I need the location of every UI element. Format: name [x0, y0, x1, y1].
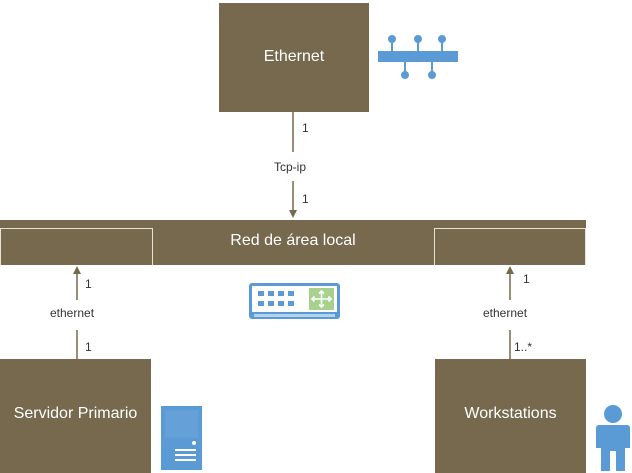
ethernet-node-label: Ethernet [263, 48, 325, 65]
workstations-lan-mult-source: 1..* [514, 340, 533, 354]
ethernet-lan-mult-target: 1 [302, 192, 309, 206]
lan-node[interactable]: Red de área local [0, 220, 586, 265]
ethernet-node[interactable]: Ethernet [219, 3, 369, 112]
workstations-lan-link-label: ethernet [483, 306, 528, 320]
user-person-icon [596, 405, 630, 471]
server-node-label: Servidor Primario [13, 405, 138, 422]
server-node[interactable]: Servidor Primario [0, 359, 151, 473]
network-switch-icon [249, 283, 340, 319]
lan-left-compartment [0, 228, 153, 265]
ethernet-lan-link-label: Tcp-ip [274, 160, 307, 174]
server-lan-link-label: ethernet [50, 306, 95, 320]
ethernet-bus-icon [378, 35, 458, 79]
server-tower-icon [161, 406, 202, 470]
ethernet-lan-mult-source: 1 [302, 121, 309, 135]
lan-right-compartment [434, 228, 586, 265]
workstations-node-label: Workstations [464, 405, 557, 422]
lan-node-label: Red de área local [230, 232, 356, 249]
server-lan-mult-source: 1 [85, 340, 92, 354]
workstations-lan-mult-target: 1 [523, 272, 530, 286]
server-lan-mult-target: 1 [85, 277, 92, 291]
workstations-node[interactable]: Workstations [435, 359, 586, 473]
